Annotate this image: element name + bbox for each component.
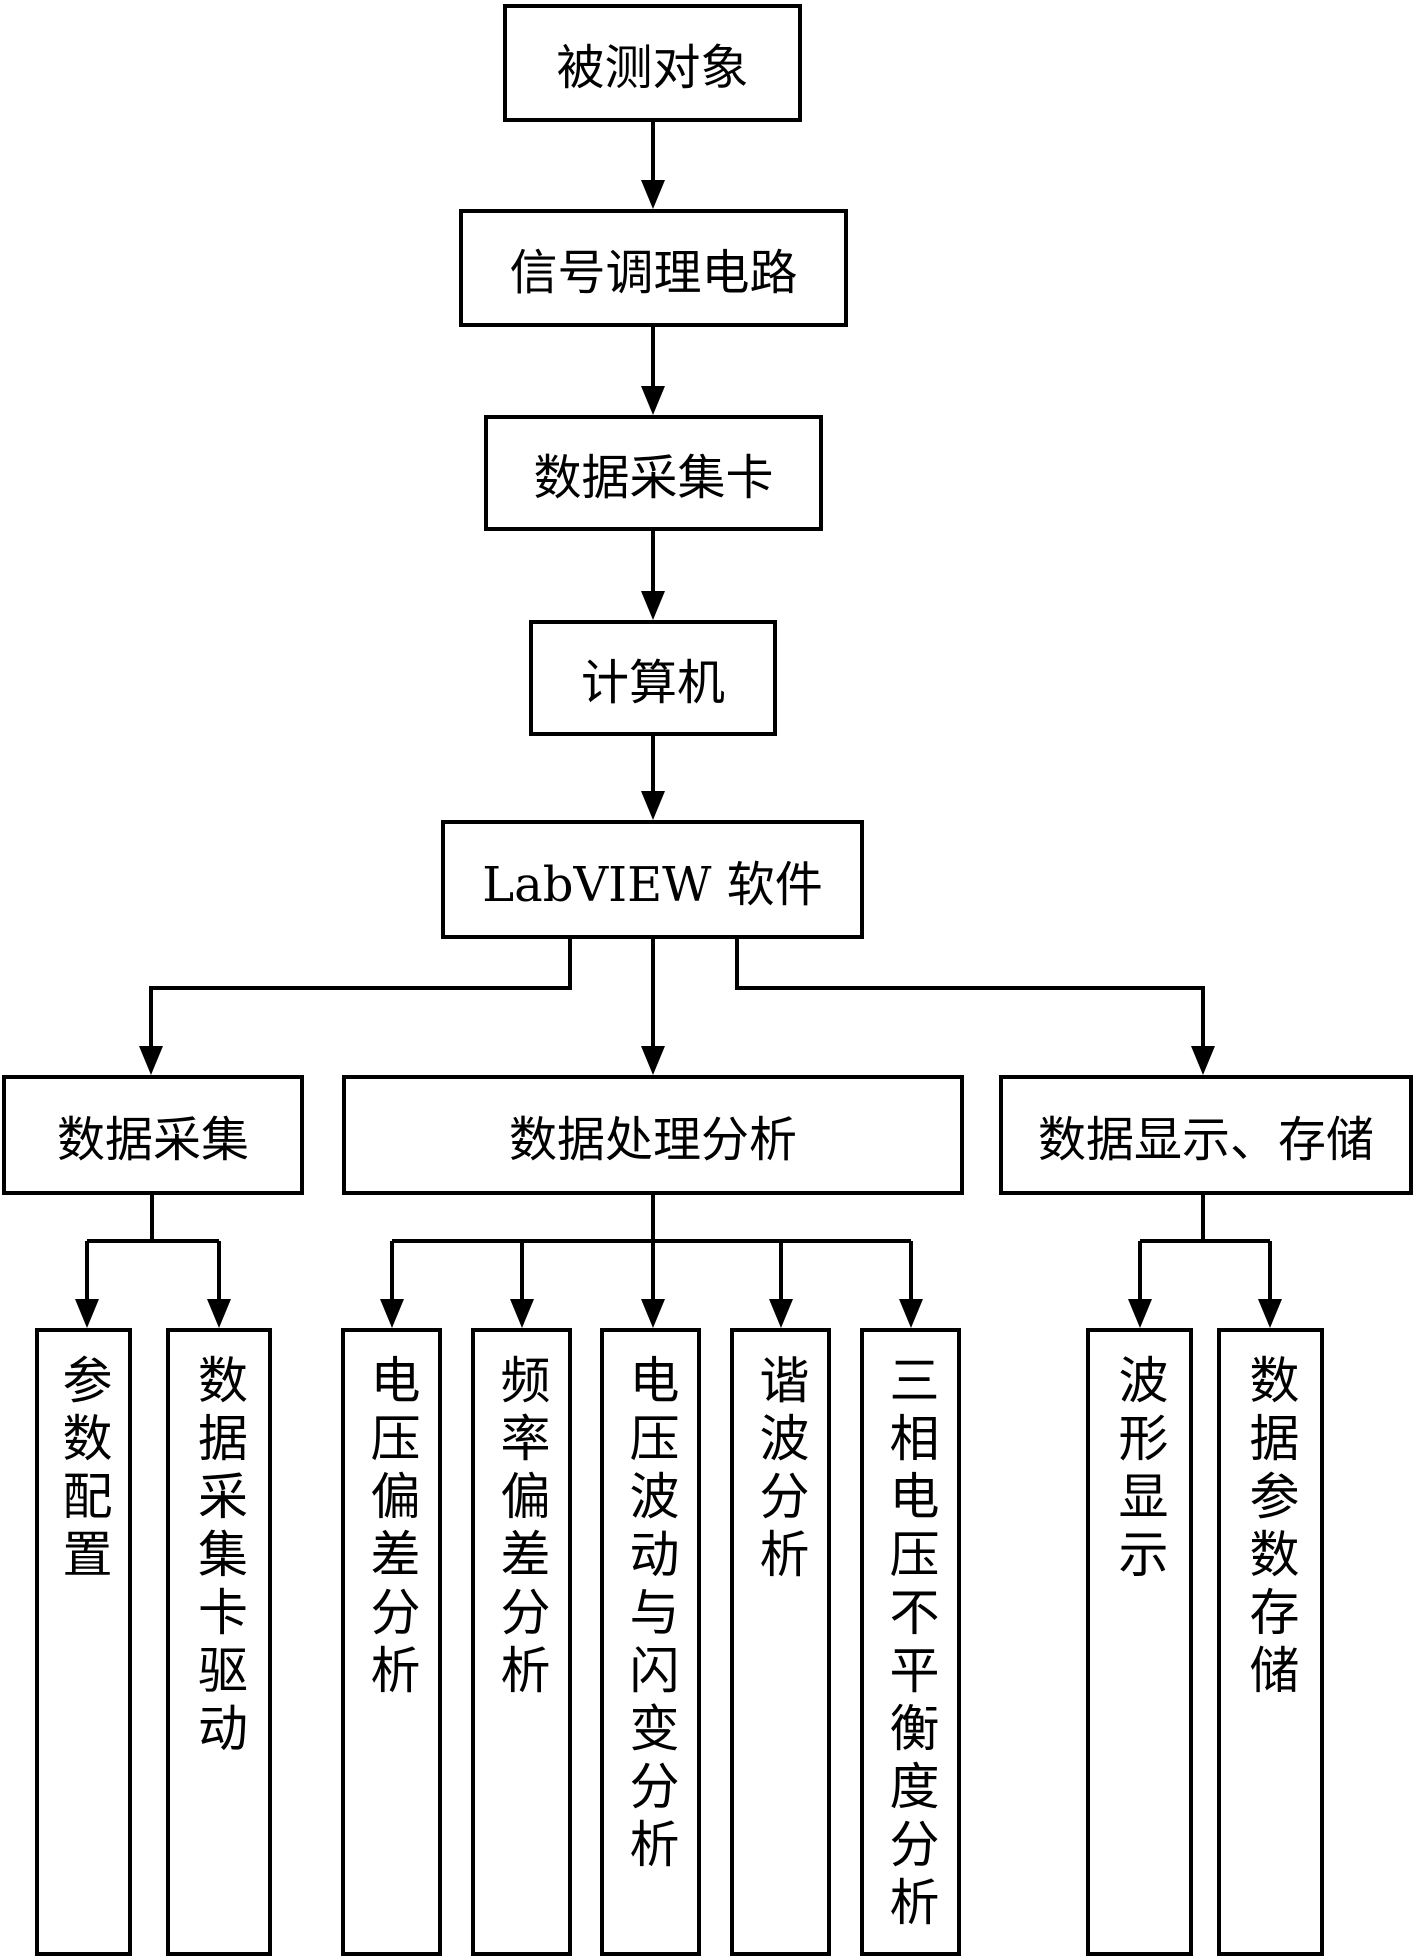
arrowhead xyxy=(641,1299,665,1328)
node-computer: 计算机 xyxy=(529,620,777,736)
arrowhead xyxy=(641,180,665,209)
arrowhead xyxy=(641,591,665,620)
branch-display-children xyxy=(1138,1195,1272,1309)
leaf-data-storage: 数据参数存储 xyxy=(1217,1328,1324,1956)
arrowhead xyxy=(75,1299,99,1328)
arrowhead xyxy=(1258,1299,1282,1328)
arrowhead xyxy=(641,1046,665,1075)
module-display-storage: 数据显示、存储 xyxy=(999,1075,1413,1195)
arrowhead xyxy=(1128,1299,1152,1328)
arrowhead xyxy=(207,1299,231,1328)
arrowhead xyxy=(899,1299,923,1328)
node-signal-conditioning: 信号调理电路 xyxy=(459,209,848,327)
node-labview: LabVIEW 软件 xyxy=(441,820,864,939)
module-acquisition: 数据采集 xyxy=(2,1075,304,1195)
leaf-frequency-deviation: 频率偏差分析 xyxy=(471,1328,572,1956)
branch-right xyxy=(735,939,1205,1056)
arrowhead xyxy=(1191,1046,1215,1075)
module-processing: 数据处理分析 xyxy=(342,1075,964,1195)
leaf-three-phase-unbalance: 三相电压不平衡度分析 xyxy=(860,1328,961,1956)
arrowhead xyxy=(769,1299,793,1328)
leaf-voltage-fluctuation-flicker: 电压波动与闪变分析 xyxy=(600,1328,701,1956)
arrowhead xyxy=(139,1046,163,1075)
arrowhead xyxy=(510,1299,534,1328)
node-test-object: 被测对象 xyxy=(503,4,802,122)
node-daq-card: 数据采集卡 xyxy=(484,415,823,531)
branch-acquisition-children xyxy=(85,1195,221,1309)
arrowhead xyxy=(380,1299,404,1328)
branch-left xyxy=(149,939,572,1056)
leaf-daq-driver: 数据采集卡驱动 xyxy=(166,1328,272,1956)
leaf-parameter-config: 参数配置 xyxy=(35,1328,132,1956)
leaf-voltage-deviation: 电压偏差分析 xyxy=(341,1328,442,1956)
leaf-harmonic-analysis: 谐波分析 xyxy=(730,1328,831,1956)
leaf-waveform-display: 波形显示 xyxy=(1086,1328,1193,1956)
branch-processing-children xyxy=(390,1195,913,1309)
arrowhead xyxy=(641,791,665,820)
arrowhead xyxy=(641,386,665,415)
